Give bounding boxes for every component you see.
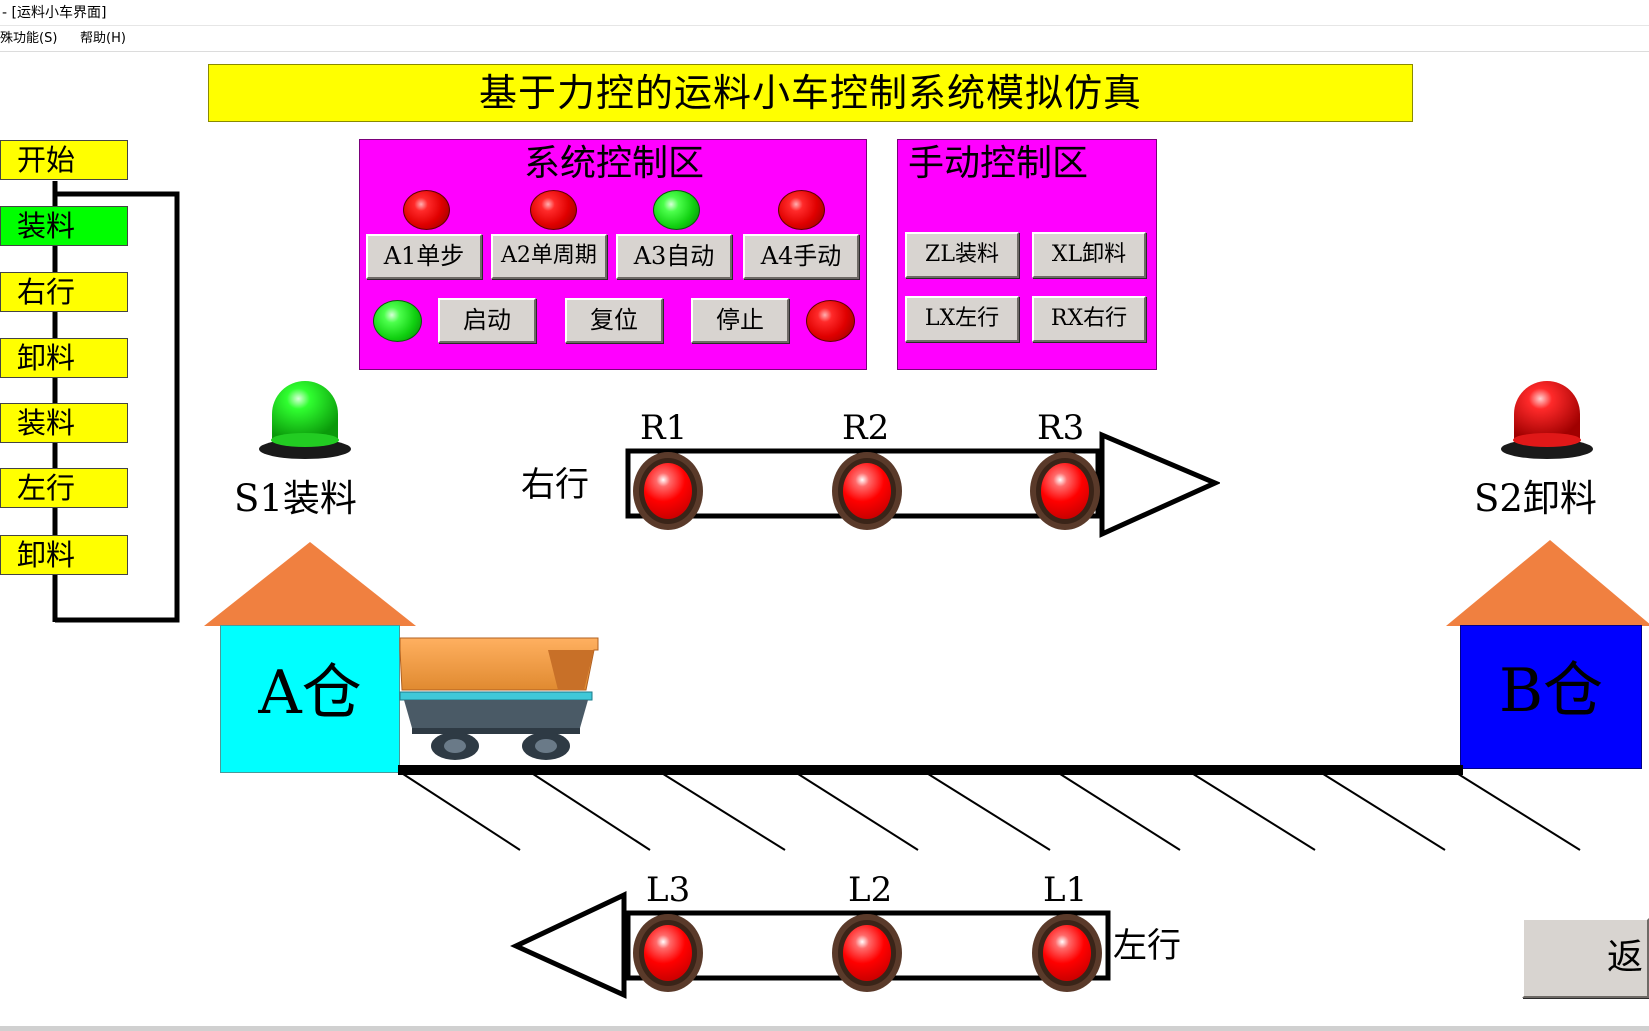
page-title: 基于力控的运料小车控制系统模拟仿真 bbox=[208, 64, 1413, 122]
step-unload: 卸料 bbox=[0, 338, 128, 378]
mode-a3-auto-button[interactable]: A3自动 bbox=[616, 234, 732, 279]
step-move-right: 右行 bbox=[0, 272, 128, 312]
rx-move-right-button[interactable]: RX右行 bbox=[1032, 296, 1146, 342]
a-warehouse: A仓 bbox=[220, 625, 400, 773]
return-button[interactable]: 返 bbox=[1522, 918, 1649, 998]
a-warehouse-roof bbox=[204, 542, 416, 626]
left-travel-label: 左行 bbox=[1113, 926, 1181, 966]
r1-label: R1 bbox=[640, 408, 688, 448]
b-warehouse-roof bbox=[1446, 540, 1649, 626]
stop-button[interactable]: 停止 bbox=[691, 298, 789, 343]
bottom-border bbox=[0, 1026, 1649, 1031]
system-panel-title: 系统控制区 bbox=[523, 143, 704, 184]
s2-beacon-lamp-icon bbox=[1501, 381, 1593, 459]
manual-panel-title: 手动控制区 bbox=[908, 143, 1089, 184]
step-unload-2: 卸料 bbox=[0, 535, 128, 575]
window-title-bar: - [运料小车界面] bbox=[0, 0, 1649, 26]
cart-icon bbox=[399, 637, 599, 760]
start-button[interactable]: 启动 bbox=[438, 298, 536, 343]
menu-special-functions[interactable]: 殊功能(S) bbox=[0, 31, 58, 46]
start-indicator-led bbox=[373, 300, 422, 342]
r2-lamp-icon bbox=[832, 452, 902, 530]
mode-a1-indicator-led bbox=[403, 190, 450, 230]
mode-a2-indicator-led bbox=[530, 190, 577, 230]
system-control-panel: 系统控制区 A1单步 A2单周期 A3自动 A4手动 启动 复位 停止 bbox=[359, 139, 867, 370]
s1-beacon-lamp-icon bbox=[259, 381, 351, 459]
mode-a4-indicator-led bbox=[778, 190, 825, 230]
b-warehouse: B仓 bbox=[1460, 625, 1642, 769]
menu-bar: 殊功能(S) 帮助(H) bbox=[0, 27, 1649, 52]
mode-a1-single-step-button[interactable]: A1单步 bbox=[366, 234, 482, 279]
zl-load-button[interactable]: ZL装料 bbox=[905, 232, 1019, 278]
s2-unload-label: S2卸料 bbox=[1474, 477, 1597, 520]
l3-label: L3 bbox=[646, 870, 691, 910]
right-travel-label: 右行 bbox=[521, 465, 589, 505]
xl-unload-button[interactable]: XL卸料 bbox=[1032, 232, 1146, 278]
l3-lamp-icon bbox=[633, 914, 703, 992]
menu-help[interactable]: 帮助(H) bbox=[80, 31, 126, 46]
l1-lamp-icon bbox=[1032, 914, 1102, 992]
window-title: - [运料小车界面] bbox=[2, 5, 107, 21]
step-move-left: 左行 bbox=[0, 468, 128, 508]
step-load-2: 装料 bbox=[0, 403, 128, 443]
step-start: 开始 bbox=[0, 140, 128, 180]
step-load: 装料 bbox=[0, 206, 128, 246]
l2-lamp-icon bbox=[832, 914, 902, 992]
r3-lamp-icon bbox=[1030, 452, 1100, 530]
mode-a4-manual-button[interactable]: A4手动 bbox=[743, 234, 859, 279]
r3-label: R3 bbox=[1037, 408, 1085, 448]
r2-label: R2 bbox=[842, 408, 890, 448]
r1-lamp-icon bbox=[633, 452, 703, 530]
l2-label: L2 bbox=[848, 870, 893, 910]
mode-a3-indicator-led bbox=[653, 190, 700, 230]
l1-label: L1 bbox=[1043, 870, 1088, 910]
mode-a2-single-cycle-button[interactable]: A2单周期 bbox=[491, 234, 607, 279]
lx-move-left-button[interactable]: LX左行 bbox=[905, 296, 1019, 342]
s1-load-label: S1装料 bbox=[234, 477, 357, 520]
reset-button[interactable]: 复位 bbox=[565, 298, 663, 343]
stop-indicator-led bbox=[806, 300, 855, 342]
left-travel-arrow bbox=[510, 891, 1111, 999]
manual-control-panel: 手动控制区 ZL装料 XL卸料 LX左行 RX右行 bbox=[897, 139, 1157, 370]
